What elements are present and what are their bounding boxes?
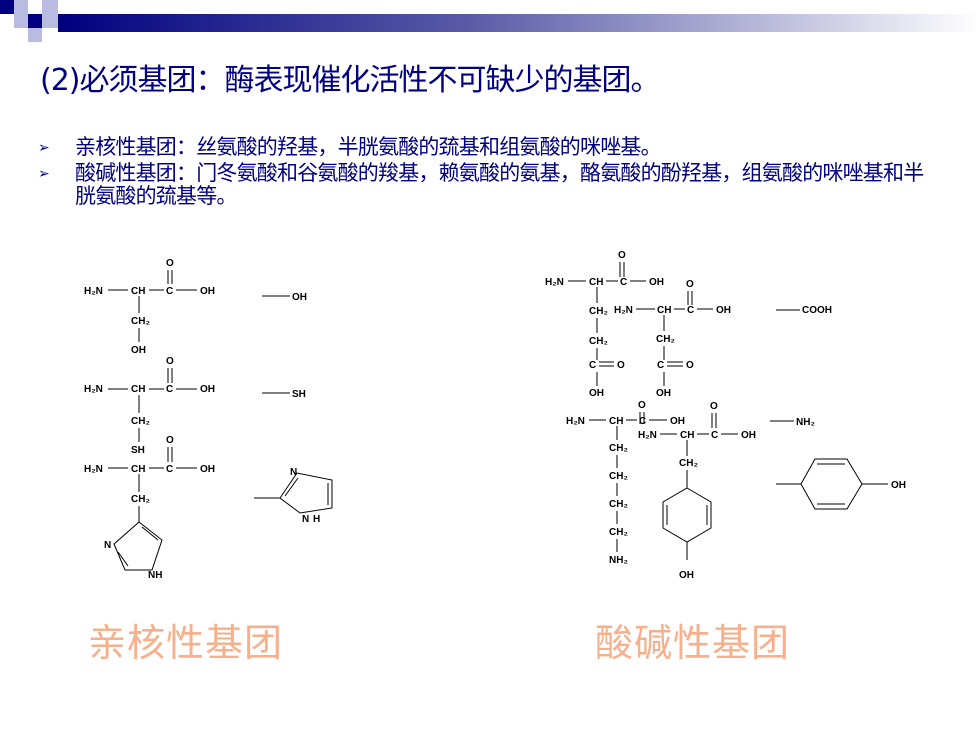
svg-text:H₂N: H₂N: [84, 384, 103, 395]
svg-text:C: C: [166, 464, 173, 475]
svg-text:O: O: [710, 401, 718, 412]
svg-text:C: C: [166, 384, 173, 395]
svg-text:C: C: [589, 360, 596, 371]
svg-text:O: O: [638, 400, 646, 411]
svg-text:OH: OH: [200, 286, 215, 297]
svg-text:C: C: [166, 286, 173, 297]
list-item: ➢ 亲核性基团：丝氨酸的羟基，半胱氨酸的巯基和组氨酸的咪唑基。: [30, 136, 930, 159]
acid-base-groups-diagram: O H₂N CH C OH CH₂ CH₂ C O OH O H₂N CH C …: [545, 250, 906, 581]
header-decoration: [0, 0, 980, 50]
svg-text:CH₂: CH₂: [131, 316, 150, 327]
svg-text:CH₂: CH₂: [589, 336, 608, 347]
svg-text:OH: OH: [292, 292, 307, 303]
svg-text:NH: NH: [148, 570, 162, 581]
svg-text:C: C: [639, 416, 646, 427]
svg-text:C: C: [687, 305, 694, 316]
svg-text:C: C: [620, 277, 627, 288]
svg-text:CH: CH: [609, 416, 623, 427]
page-title: (2)必须基团：酶表现催化活性不可缺少的基团。: [40, 63, 660, 98]
svg-text:CH₂: CH₂: [609, 527, 628, 538]
svg-text:OH: OH: [656, 388, 671, 399]
svg-text:O: O: [618, 250, 626, 261]
svg-text:CH: CH: [131, 464, 145, 475]
svg-text:O: O: [166, 435, 174, 446]
svg-text:H₂N: H₂N: [614, 305, 633, 316]
svg-text:N: N: [290, 467, 297, 478]
svg-text:CH₂: CH₂: [131, 416, 150, 427]
svg-text:CH₂: CH₂: [679, 458, 698, 469]
svg-text:H₂N: H₂N: [84, 286, 103, 297]
svg-text:NH₂: NH₂: [796, 417, 815, 428]
svg-text:CH: CH: [131, 286, 145, 297]
svg-text:CH₂: CH₂: [131, 494, 150, 505]
bullet-list: ➢ 亲核性基团：丝氨酸的羟基，半胱氨酸的巯基和组氨酸的咪唑基。 ➢ 酸碱性基团：…: [30, 136, 930, 211]
svg-text:OH: OH: [670, 416, 685, 427]
svg-text:CH₂: CH₂: [589, 306, 608, 317]
svg-text:OH: OH: [891, 480, 906, 491]
svg-text:COOH: COOH: [802, 305, 832, 316]
svg-text:SH: SH: [292, 389, 306, 400]
bullet-text: 酸碱性基团：门冬氨酸和谷氨酸的羧基，赖氨酸的氨基，酪氨酸的酚羟基，组氨酸的咪唑基…: [75, 161, 924, 208]
svg-text:N: N: [104, 540, 111, 551]
svg-text:C: C: [657, 360, 664, 371]
svg-text:OH: OH: [679, 570, 694, 581]
caption-nucleophilic: 亲核性基团: [88, 621, 284, 665]
svg-text:H₂N: H₂N: [84, 464, 103, 475]
svg-text:NH₂: NH₂: [609, 555, 628, 566]
svg-text:O: O: [686, 360, 694, 371]
svg-text:OH: OH: [131, 345, 146, 356]
svg-text:C: C: [711, 430, 718, 441]
svg-text:H: H: [313, 514, 320, 525]
svg-text:CH₂: CH₂: [609, 471, 628, 482]
svg-text:O: O: [617, 360, 625, 371]
svg-text:CH: CH: [680, 430, 694, 441]
bullet-arrow-icon: ➢: [38, 166, 50, 182]
bullet-text: 亲核性基团：丝氨酸的羟基，半胱氨酸的巯基和组氨酸的咪唑基。: [75, 135, 662, 159]
svg-text:OH: OH: [200, 464, 215, 475]
svg-text:CH₂: CH₂: [609, 443, 628, 454]
list-item: ➢ 酸碱性基团：门冬氨酸和谷氨酸的羧基，赖氨酸的氨基，酪氨酸的酚羟基，组氨酸的咪…: [30, 162, 930, 208]
svg-text:CH₂: CH₂: [656, 334, 675, 345]
svg-text:H₂N: H₂N: [638, 430, 657, 441]
svg-text:OH: OH: [649, 277, 664, 288]
svg-text:OH: OH: [200, 384, 215, 395]
nucleophilic-groups-diagram: H₂N CH C OH O CH₂ OH OH O H₂N CH C OH CH…: [84, 258, 333, 581]
svg-text:O: O: [166, 258, 174, 269]
svg-text:O: O: [166, 356, 174, 367]
svg-text:OH: OH: [589, 388, 604, 399]
svg-text:CH: CH: [657, 305, 671, 316]
svg-text:OH: OH: [716, 305, 731, 316]
svg-text:CH₂: CH₂: [609, 499, 628, 510]
caption-acid-base: 酸碱性基团: [595, 621, 791, 665]
bullet-arrow-icon: ➢: [38, 140, 50, 156]
svg-text:H₂N: H₂N: [545, 277, 564, 288]
svg-text:SH: SH: [131, 445, 145, 456]
svg-text:H₂N: H₂N: [566, 416, 585, 427]
svg-text:O: O: [686, 279, 694, 290]
svg-text:OH: OH: [741, 430, 756, 441]
svg-text:N: N: [302, 514, 309, 525]
svg-text:CH: CH: [589, 277, 603, 288]
svg-text:CH: CH: [131, 384, 145, 395]
